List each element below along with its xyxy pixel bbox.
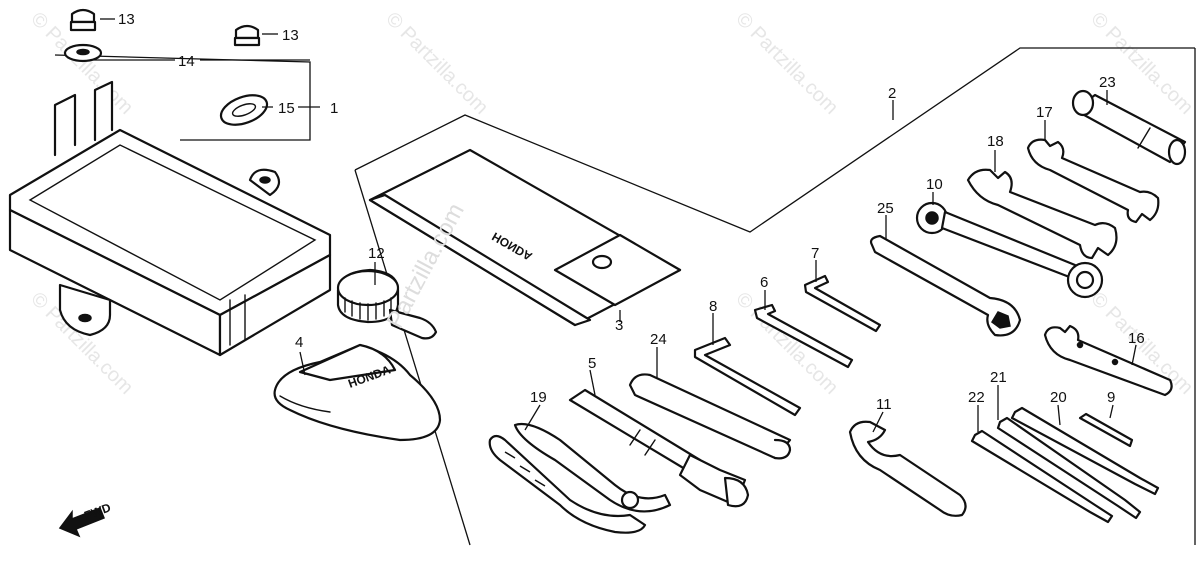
callout-13: 13 (282, 27, 299, 44)
thin-wrench-16 (1043, 324, 1173, 397)
leader-lines (90, 18, 1137, 433)
tray-bracket-outline (54, 54, 311, 141)
pliers (488, 422, 672, 534)
callout-18: 18 (987, 133, 1004, 150)
callout-3: 3 (615, 317, 623, 334)
callout-11: 11 (876, 396, 892, 413)
cap-nut-right (233, 24, 261, 47)
callout-8: 8 (709, 298, 717, 315)
tool-tray (8, 80, 332, 357)
callout-15: 15 (278, 100, 295, 117)
cap-nut-left (69, 8, 97, 32)
callout-12: 12 (368, 245, 385, 262)
watermark-text: © Partzilla.com (731, 8, 842, 119)
hex-key-small (803, 274, 882, 333)
callout-1: 1 (330, 100, 338, 117)
callout-4: 4 (295, 334, 303, 351)
hex-key-medium (753, 303, 854, 369)
grommet (219, 94, 269, 126)
washer (63, 43, 103, 63)
small-pouch: HONDA (273, 343, 442, 442)
callout-9: 9 (1107, 389, 1115, 406)
forward-direction-arrow: FWD (58, 500, 113, 538)
callout-17: 17 (1036, 104, 1053, 121)
combination-wrench-10 (915, 201, 1104, 299)
tool-kit-outline (354, 47, 1196, 546)
callout-21: 21 (990, 369, 1007, 386)
pin-spanner (848, 420, 967, 517)
callout-2: 2 (888, 85, 896, 102)
valve-cap-tool (336, 268, 438, 340)
callout-5: 5 (588, 355, 596, 372)
hex-key-large (693, 336, 802, 417)
socket-handle (1071, 89, 1187, 166)
callout-6: 6 (760, 274, 768, 291)
callout-labels: 13 13 14 15 1 12 4 3 2 5 19 24 8 6 7 11 … (118, 11, 1145, 413)
callout-23: 23 (1099, 74, 1116, 91)
spark-plug-wrench (568, 388, 750, 508)
callout-25: 25 (877, 200, 894, 217)
callout-7: 7 (811, 245, 819, 262)
watermark-text: © Partzilla.com (381, 8, 492, 119)
callout-13: 13 (118, 11, 135, 28)
callout-24: 24 (650, 331, 667, 348)
box-wrench (869, 234, 1022, 337)
tool-bag: HONDA (368, 148, 682, 327)
open-end-wrench-18 (966, 168, 1118, 260)
callout-10: 10 (926, 176, 943, 193)
callout-14: 14 (178, 53, 195, 70)
callout-16: 16 (1128, 330, 1145, 347)
callout-20: 20 (1050, 389, 1067, 406)
screwdriver-set (970, 406, 1160, 524)
extension-bar (628, 373, 792, 460)
callout-19: 19 (530, 389, 547, 406)
open-end-wrench-17 (1026, 138, 1160, 224)
callout-22: 22 (968, 389, 985, 406)
